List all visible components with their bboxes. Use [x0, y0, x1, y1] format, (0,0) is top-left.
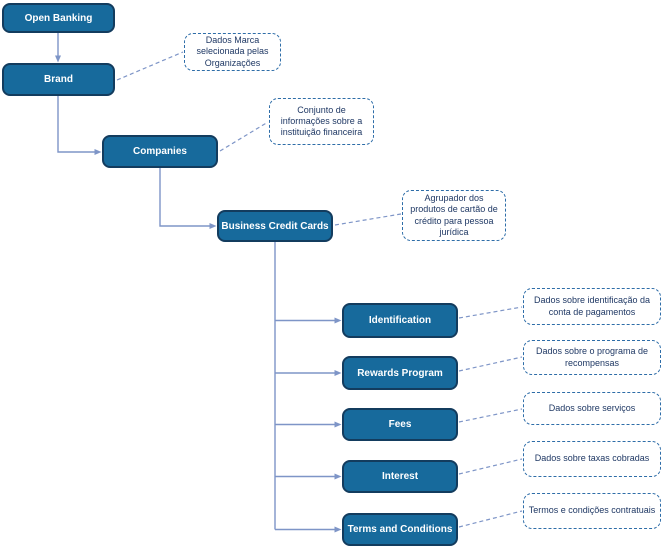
annotation-terms-and-conditions: Termos e condições contratuais: [523, 493, 661, 529]
node-interest-label: Interest: [381, 471, 419, 482]
callout-line-fees: [458, 408, 523, 423]
annotation-identification-text: Dados sobre identificação da conta de pa…: [533, 295, 651, 317]
node-rewards-program-label: Rewards Program: [357, 367, 443, 379]
node-identification: Identification: [342, 303, 458, 338]
node-terms-and-conditions-label: Terms and Conditions: [347, 524, 453, 535]
node-companies-label: Companies: [133, 146, 187, 157]
node-open-banking-label: Open Banking: [24, 12, 93, 24]
node-terms-and-conditions: Terms and Conditions: [342, 513, 458, 546]
callout-line-terms: [458, 510, 523, 528]
annotation-fees-text: Dados sobre serviços: [548, 402, 636, 413]
callout-line-rewards: [458, 356, 523, 372]
annotation-interest: Dados sobre taxas cobradas: [523, 441, 661, 477]
node-fees-label: Fees: [388, 419, 412, 430]
annotation-companies-text: Conjunto de informações sobre a institui…: [280, 104, 363, 138]
callout-line-bcc: [334, 213, 402, 226]
annotation-rewards-program-text: Dados sobre o programa de recompensas: [535, 346, 649, 368]
annotation-business-credit-cards-text: Agrupador dos produtos de cartão de créd…: [410, 193, 498, 237]
annotation-business-credit-cards: Agrupador dos produtos de cartão de créd…: [402, 190, 506, 241]
annotation-rewards-program: Dados sobre o programa de recompensas: [523, 340, 661, 375]
node-brand-label: Brand: [44, 74, 73, 85]
node-brand: Brand: [2, 63, 115, 96]
node-rewards-program: Rewards Program: [342, 356, 458, 390]
callout-line-identification: [458, 306, 523, 319]
node-open-banking: Open Banking: [2, 3, 115, 33]
annotation-terms-and-conditions-text: Termos e condições contratuais: [528, 505, 656, 516]
node-fees: Fees: [342, 408, 458, 441]
callout-line-companies: [219, 121, 269, 152]
callout-line-brand: [116, 51, 184, 81]
annotation-brand: Dados Marca selecionada pelas Organizaçõ…: [184, 33, 281, 71]
node-companies: Companies: [102, 135, 218, 168]
annotation-fees: Dados sobre serviços: [523, 392, 661, 425]
node-interest: Interest: [342, 460, 458, 493]
callout-line-interest: [458, 458, 523, 475]
connector-companies-bcc: [159, 168, 217, 229]
connector-brand-companies: [57, 96, 102, 155]
annotation-interest-text: Dados sobre taxas cobradas: [534, 453, 650, 464]
node-business-credit-cards-label: Business Credit Cards: [221, 220, 329, 232]
annotation-identification: Dados sobre identificação da conta de pa…: [523, 288, 661, 325]
annotation-companies: Conjunto de informações sobre a institui…: [269, 98, 374, 145]
annotation-brand-text: Dados Marca selecionada pelas Organizaçõ…: [196, 35, 269, 68]
node-identification-label: Identification: [368, 315, 432, 326]
node-business-credit-cards: Business Credit Cards: [217, 210, 333, 242]
